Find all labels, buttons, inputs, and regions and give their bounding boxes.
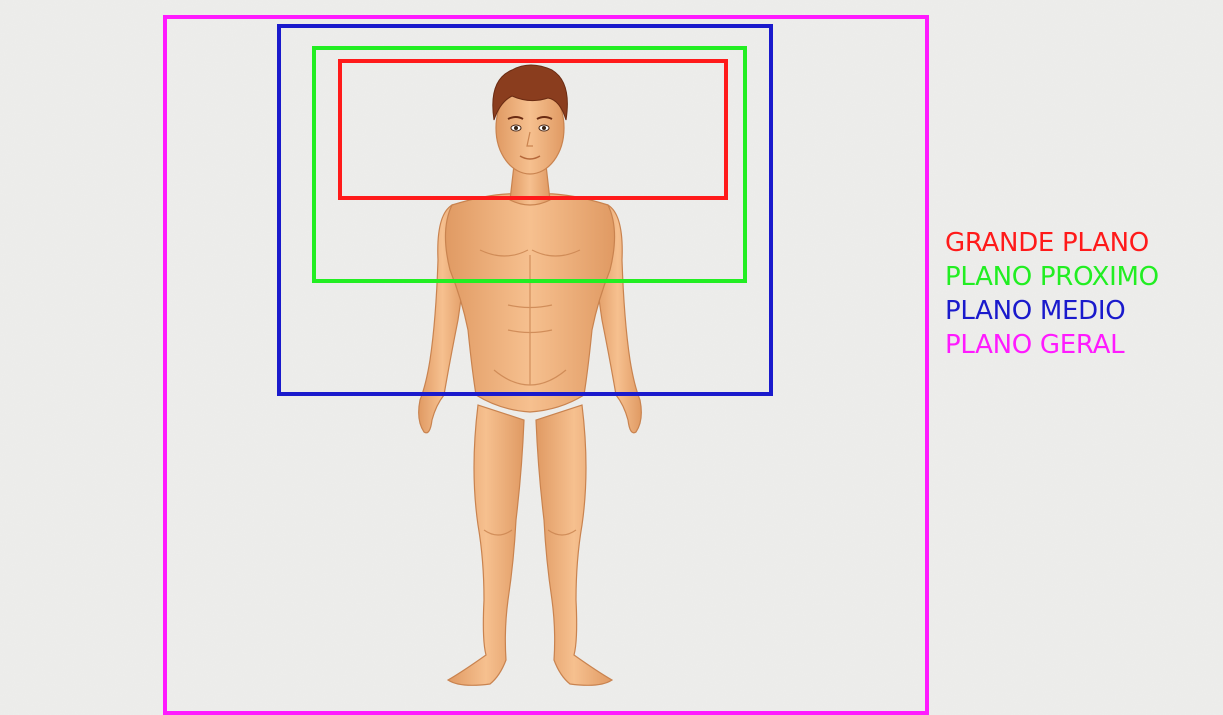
legend-plano-medio: PLANO MEDIO [945,294,1215,328]
legend-plano-proximo: PLANO PROXIMO [945,260,1215,294]
legend-grande-plano: GRANDE PLANO [945,226,1215,260]
legend-plano-geral: PLANO GERAL [945,328,1215,362]
legend: GRANDE PLANO PLANO PROXIMO PLANO MEDIO P… [945,226,1215,362]
